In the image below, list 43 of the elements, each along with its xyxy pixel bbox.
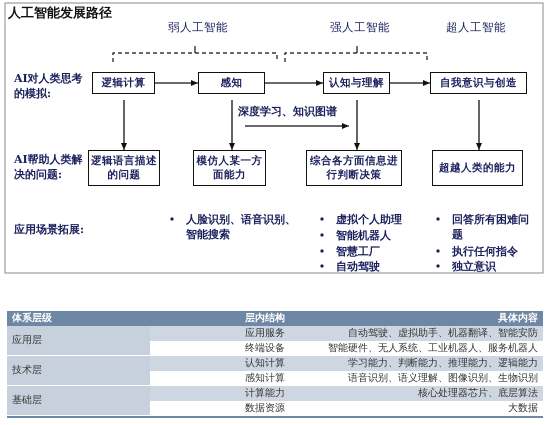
table-cell: 应用层	[7, 326, 150, 356]
arrow	[229, 100, 235, 150]
process-box: 超越人类的能力	[432, 150, 523, 186]
list-item: 执行任何指令	[452, 244, 519, 259]
table-cell: 计算能力	[150, 386, 290, 401]
table-cell: 基础层	[7, 386, 150, 416]
process-box: 模仿人某一方面能力	[193, 150, 266, 186]
arrow	[155, 80, 198, 86]
list-item: 智慧工厂	[336, 244, 381, 259]
arrow	[265, 80, 323, 86]
process-box: 自我意识与创造	[430, 72, 527, 94]
table-cell: 自动驾驶、虚拟助手、机器翻译、智能安防	[290, 326, 543, 341]
list-item: 虚拟个人助理	[336, 212, 403, 227]
arrow	[121, 100, 127, 150]
list-item: 人脸识别、语音识别、智能搜索	[186, 212, 297, 242]
row-label: 应用场景拓展:	[14, 222, 86, 237]
row-label: AI对人类思考的模拟:	[14, 71, 84, 102]
diagram-title: 人工智能发展路径	[8, 5, 113, 21]
table-header-cell: 体系层级	[7, 311, 150, 326]
stage-heading: 弱人工智能	[167, 19, 229, 34]
process-box: 综合各方面信息进行判断决策	[306, 150, 402, 186]
process-box: 逻辑语言描述的问题	[88, 150, 160, 186]
table-cell: 核心处理器芯片、底层算法	[290, 386, 543, 401]
process-box: 感知	[198, 72, 265, 94]
table-cell: 应用服务	[150, 326, 290, 341]
list-item: 智能机器人	[336, 228, 392, 243]
stage-heading: 强人工智能	[329, 19, 391, 34]
row-label: 深度学习、知识图谱	[238, 104, 338, 119]
table-cell: 技术层	[7, 356, 150, 386]
table-header-cell: 层内结构	[150, 311, 290, 326]
arrow	[476, 100, 482, 150]
table-cell: 认知计算	[150, 356, 290, 371]
arrow	[390, 80, 430, 86]
stage-heading: 超人工智能	[445, 19, 507, 34]
list-item: 自动驾驶	[336, 259, 381, 274]
table-header-cell: 具体内容	[290, 311, 543, 326]
process-box: 认知与理解	[323, 72, 390, 94]
table-cell: 学习能力、判断能力、推理能力、逻辑能力	[290, 356, 543, 371]
row-label: AI帮助人类解决的问题:	[14, 152, 84, 184]
process-box: 逻辑计算	[92, 72, 155, 94]
arrow	[354, 100, 360, 150]
list-item: 回答所有困难问题	[452, 212, 530, 242]
list-item: 独立意识	[452, 259, 498, 274]
